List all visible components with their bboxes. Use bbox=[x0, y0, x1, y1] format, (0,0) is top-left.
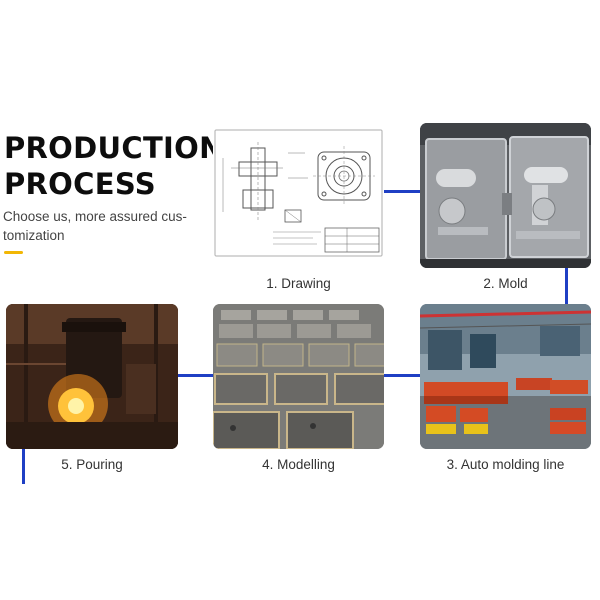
accent-bar bbox=[4, 251, 23, 254]
step-label-auto-molding-line: 3. Auto molding line bbox=[446, 457, 565, 472]
modelling-image bbox=[213, 304, 384, 449]
connector-mold-line bbox=[565, 268, 568, 304]
connector-line-modelling bbox=[384, 374, 420, 377]
pouring-image bbox=[6, 304, 178, 449]
connector-modelling-pouring bbox=[178, 374, 213, 377]
drawing-image bbox=[213, 128, 384, 258]
step-label-mold: 2. Mold bbox=[483, 276, 528, 291]
step-label-pouring: 5. Pouring bbox=[61, 457, 123, 472]
connector-pouring-tail bbox=[22, 448, 25, 484]
page-title: PRODUCTION PROCESS bbox=[4, 131, 224, 201]
auto-molding-line-image bbox=[420, 304, 591, 449]
connector-drawing-mold bbox=[384, 190, 420, 193]
mold-image bbox=[420, 123, 591, 268]
step-label-drawing: 1. Drawing bbox=[266, 276, 331, 291]
page-subtitle: Choose us, more assured cus- tomization bbox=[3, 209, 187, 243]
step-label-modelling: 4. Modelling bbox=[262, 457, 335, 472]
